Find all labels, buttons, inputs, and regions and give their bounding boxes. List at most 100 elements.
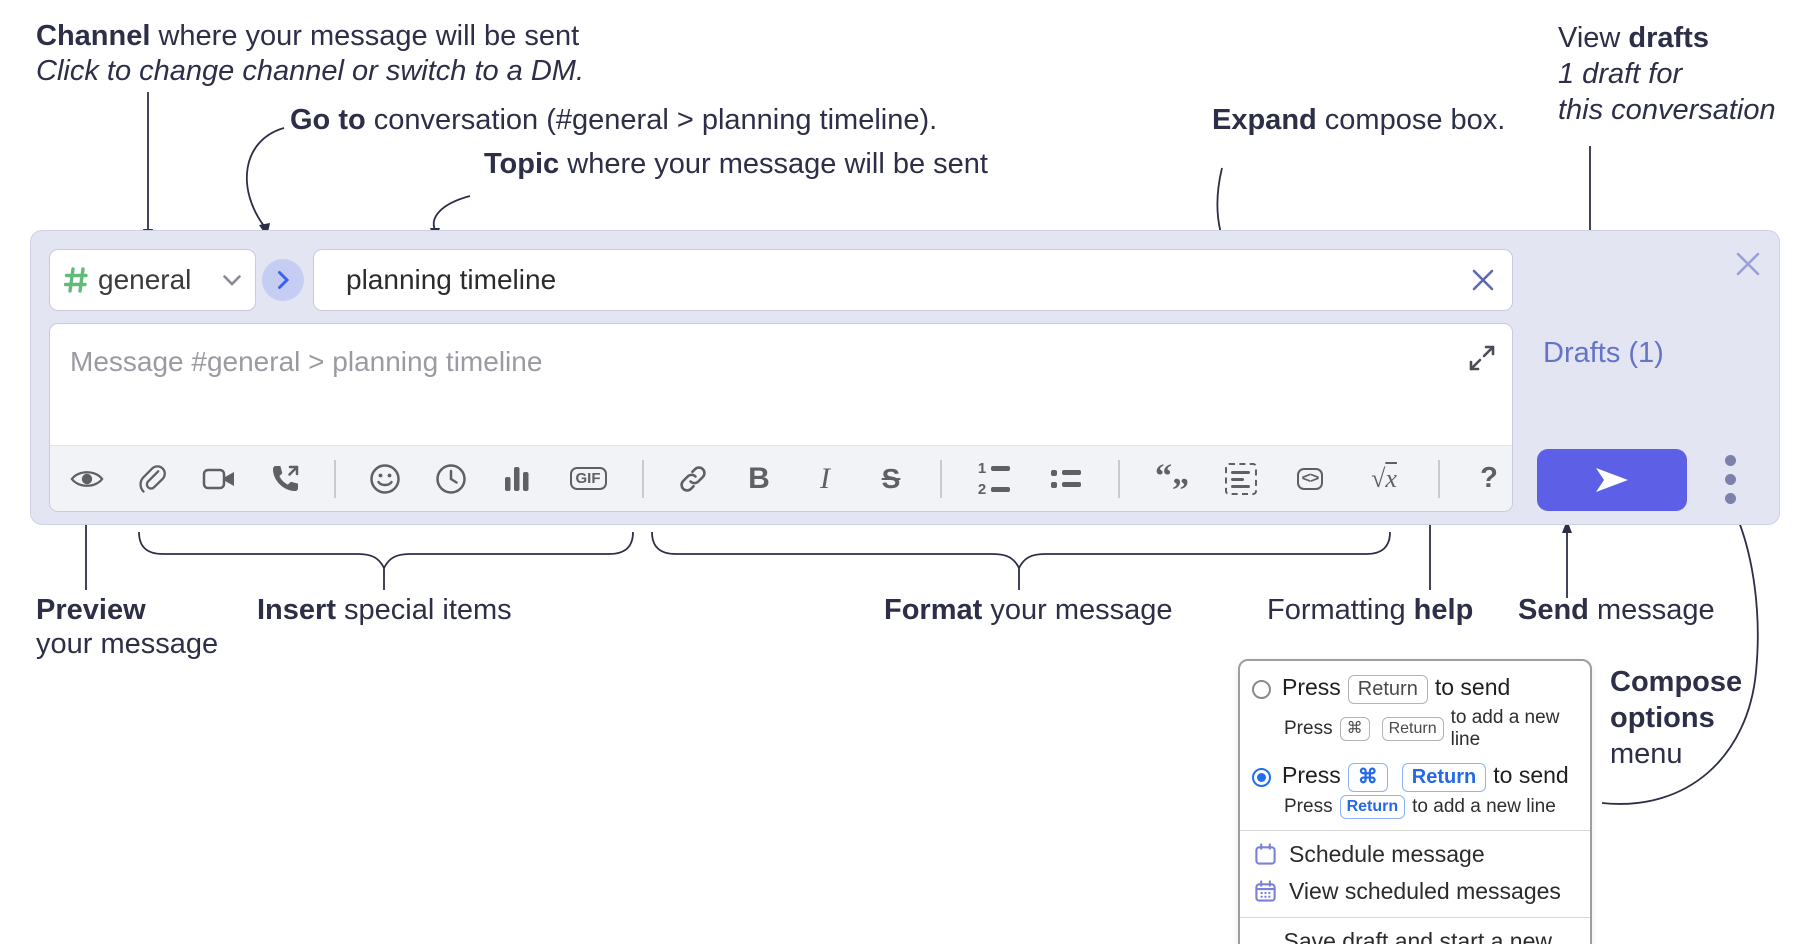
question-mark-icon: ? bbox=[1480, 462, 1498, 494]
annotation-goto-bold: Go to bbox=[290, 104, 366, 136]
toolbar-divider bbox=[940, 459, 942, 498]
annotation-view-drafts-bold: drafts bbox=[1628, 22, 1709, 54]
menu-divider bbox=[1240, 830, 1590, 831]
annotation-goto-rest: conversation (#general > planning timeli… bbox=[365, 104, 938, 136]
message-textarea[interactable]: Message #general > planning timeline bbox=[70, 346, 543, 377]
annotation-insert-bold: Insert bbox=[257, 594, 336, 626]
annotation-formatting-help-pre: Formatting bbox=[1267, 594, 1414, 626]
strikethrough-button[interactable]: S bbox=[874, 459, 908, 499]
send-plane-icon bbox=[1596, 468, 1628, 492]
annotation-view-drafts-line2: 1 draft for bbox=[1558, 58, 1683, 90]
code-button[interactable]: <> bbox=[1290, 459, 1330, 499]
attach-file-button[interactable] bbox=[136, 459, 170, 499]
bulleted-list-button[interactable] bbox=[1046, 459, 1086, 499]
expand-arrows-icon bbox=[1469, 345, 1495, 371]
bulleted-list-icon bbox=[1051, 469, 1081, 488]
annotation-expand-rest: compose box. bbox=[1316, 104, 1506, 136]
compose-box: general planning timeline bbox=[30, 230, 1780, 525]
annotation-view-drafts: View drafts bbox=[1558, 22, 1709, 55]
eye-icon bbox=[70, 470, 104, 487]
dot-icon bbox=[1725, 455, 1736, 466]
paperclip-icon bbox=[139, 464, 166, 493]
toolbar-divider bbox=[1438, 459, 1440, 498]
annotation-preview-bold: Preview bbox=[36, 594, 146, 626]
message-panel: Message #general > planning timeline bbox=[49, 323, 1513, 512]
topic-value: planning timeline bbox=[346, 264, 557, 295]
annotation-view-drafts-line3: this conversation bbox=[1558, 94, 1776, 126]
annotation-insert-rest: special items bbox=[335, 594, 512, 626]
send-button[interactable] bbox=[1537, 449, 1687, 511]
dot-icon bbox=[1725, 474, 1736, 485]
close-icon bbox=[1736, 252, 1760, 276]
close-compose-button[interactable] bbox=[1733, 249, 1763, 279]
annotation-preview-line2: your message bbox=[36, 628, 219, 660]
bold-button[interactable]: B bbox=[742, 459, 776, 499]
audio-call-button[interactable] bbox=[268, 459, 302, 499]
compose-toolbar: GIF B I S 1 bbox=[50, 445, 1512, 511]
link-icon bbox=[680, 465, 706, 492]
annotation-channel-sub: Click to change channel or switch to a D… bbox=[36, 55, 585, 87]
poll-button[interactable] bbox=[500, 459, 534, 499]
annotation-view-drafts-pre: View bbox=[1558, 22, 1629, 54]
annotation-preview: Preview bbox=[36, 594, 146, 627]
chevron-down-icon bbox=[223, 274, 241, 286]
dot-icon bbox=[1725, 493, 1736, 504]
annotation-send-rest: message bbox=[1588, 594, 1715, 626]
italic-icon: I bbox=[820, 461, 830, 495]
menu-item-save-draft[interactable]: Save draft and start a new message bbox=[1240, 923, 1590, 944]
menu-item-view-scheduled[interactable]: View scheduled messages bbox=[1240, 873, 1590, 910]
global-time-button[interactable] bbox=[434, 459, 468, 499]
annotation-format: Format your message bbox=[884, 594, 1173, 627]
annotation-format-rest: your message bbox=[982, 594, 1173, 626]
italic-button[interactable]: I bbox=[808, 459, 842, 499]
menu-item-label: View scheduled messages bbox=[1289, 878, 1561, 904]
quote-button[interactable]: “ ” bbox=[1152, 459, 1192, 507]
annotation-topic-bold: Topic bbox=[484, 148, 560, 180]
bold-icon: B bbox=[748, 461, 770, 495]
calendar-grid-icon bbox=[1255, 880, 1276, 902]
menu-divider bbox=[1240, 917, 1590, 918]
formatting-help-button[interactable]: ? bbox=[1472, 459, 1506, 499]
spoiler-button[interactable] bbox=[1224, 459, 1258, 499]
expand-compose-button[interactable] bbox=[1466, 342, 1498, 379]
compose-options-button[interactable] bbox=[1725, 455, 1736, 504]
channel-name: general bbox=[98, 264, 192, 295]
strikethrough-icon: S bbox=[881, 462, 901, 494]
menu-item-schedule-message[interactable]: Schedule message bbox=[1240, 836, 1590, 873]
kbd-cmd: ⌘ bbox=[1347, 763, 1388, 792]
math-button[interactable]: √x bbox=[1362, 459, 1406, 499]
go-to-conversation-button[interactable] bbox=[262, 259, 304, 301]
radio-unselected-icon[interactable] bbox=[1252, 679, 1271, 699]
smiley-icon bbox=[370, 463, 400, 494]
math-icon: √x bbox=[1371, 463, 1397, 493]
annotation-compose-options-line3: menu bbox=[1610, 738, 1683, 770]
drafts-link[interactable]: Drafts (1) bbox=[1543, 337, 1664, 369]
annotation-insert: Insert special items bbox=[257, 594, 512, 627]
insert-link-button[interactable] bbox=[676, 459, 710, 499]
annotation-formatting-help: Formatting help bbox=[1267, 594, 1473, 627]
video-call-button[interactable] bbox=[202, 459, 236, 499]
kbd-return: Return bbox=[1381, 717, 1444, 741]
annotation-send: Send message bbox=[1518, 594, 1715, 627]
video-camera-icon bbox=[202, 468, 234, 489]
annotation-channel-bold: Channel bbox=[36, 20, 151, 52]
emoji-button[interactable] bbox=[368, 459, 402, 499]
clear-topic-icon[interactable] bbox=[1470, 267, 1496, 293]
preview-button[interactable] bbox=[70, 459, 104, 499]
gif-button[interactable]: GIF bbox=[566, 459, 610, 499]
numbered-list-button[interactable]: 1 2 bbox=[974, 459, 1014, 499]
phone-call-icon bbox=[273, 465, 299, 491]
bar-chart-icon bbox=[505, 466, 529, 491]
annotation-formatting-help-bold: help bbox=[1413, 594, 1474, 626]
annotation-topic-rest: where your message will be sent bbox=[559, 148, 988, 180]
numbered-list-icon: 1 2 bbox=[978, 461, 1011, 497]
topic-input[interactable]: planning timeline bbox=[313, 249, 1513, 311]
menu-item-label: Schedule message bbox=[1289, 841, 1485, 867]
radio-selected-icon[interactable] bbox=[1252, 767, 1271, 787]
channel-selector[interactable]: general bbox=[49, 249, 256, 311]
